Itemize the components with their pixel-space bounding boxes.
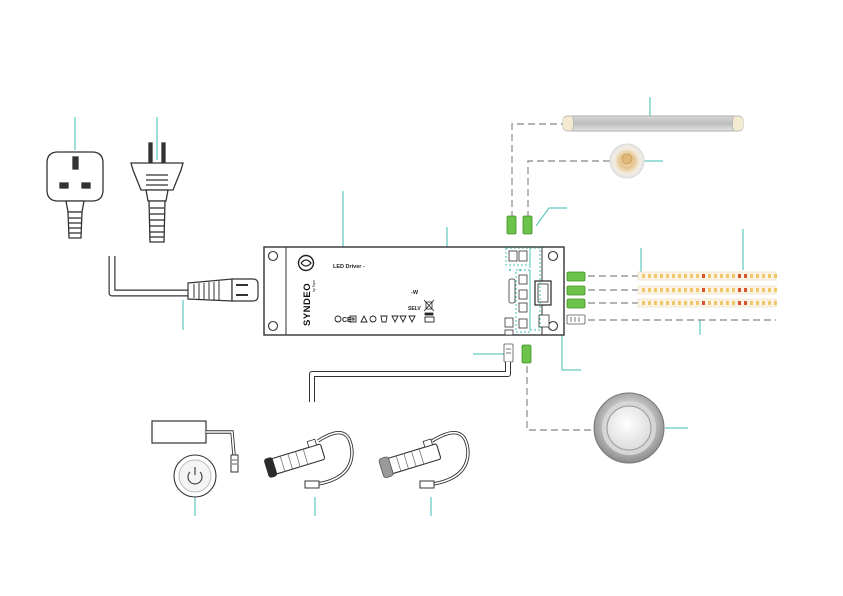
led-chip [684,288,687,292]
led-chip [684,301,687,305]
led-chip [738,288,741,292]
led-chip [660,301,663,305]
led-chip [708,274,711,278]
led-strip [637,285,777,295]
led-chip [702,288,705,292]
led-chip [684,274,687,278]
led-chip [744,301,747,305]
driver-model: LED Driver - [333,264,365,270]
led-chip [708,301,711,305]
led-chip [654,288,657,292]
led-strip [637,298,777,308]
led-chip [696,301,699,305]
led-chip [750,288,753,292]
led-chip [756,288,759,292]
led-chip [648,288,651,292]
led-chip [756,274,759,278]
led-chip [720,288,723,292]
led-chip [648,274,651,278]
led-chip [714,288,717,292]
eu-plug-icon [130,142,184,243]
led-chip [732,288,735,292]
led-chip [678,288,681,292]
driver-power: -W [411,290,419,296]
led-chip [726,274,729,278]
led-chip [738,274,741,278]
led-chip [672,288,675,292]
certification-marks: CE [334,314,435,324]
led-chip [666,301,669,305]
led-chip [732,274,735,278]
led-chip [720,274,723,278]
led-chip [654,274,657,278]
iec-cable-icon [108,256,259,302]
led-chip [744,288,747,292]
led-chip [702,301,705,305]
led-chip [720,301,723,305]
green-connectors [506,215,586,364]
led-chip [696,274,699,278]
led-chip [690,301,693,305]
led-chip [756,301,759,305]
led-chip [744,274,747,278]
led-chip [678,301,681,305]
led-strip [637,271,777,281]
led-strip-icon [637,271,777,308]
driver-tagline: by Tape [312,280,316,292]
led-chip [666,288,669,292]
led-chip [660,288,663,292]
driver-brand: SYNDEO [302,283,313,326]
svg-text:CE: CE [342,317,352,324]
led-chip [690,274,693,278]
led-chip [774,274,777,278]
weee-icon [423,299,435,316]
led-chip [660,274,663,278]
led-chip [702,274,705,278]
push-button-icon [593,392,665,464]
sensor-cable [309,362,511,402]
led-chip [774,301,777,305]
driver-selv: SELV [408,306,421,312]
led-chip [642,288,645,292]
led-chip [768,288,771,292]
led-chip [708,288,711,292]
dimmer-switch-icon [151,420,239,498]
led-driver-icon: SYNDEO by Tape LED Driver - -W SELV CE [263,246,565,336]
led-chip [750,274,753,278]
dashed-wires [511,123,776,431]
led-chip [726,288,729,292]
led-chip [666,274,669,278]
led-chip [762,274,765,278]
led-chip [768,301,771,305]
led-chip [714,301,717,305]
led-chip [642,301,645,305]
led-chip [678,274,681,278]
led-chip [774,288,777,292]
led-chip [696,288,699,292]
led-chip [768,274,771,278]
led-chip [726,301,729,305]
linear-light-icon [562,115,744,132]
led-chip [750,301,753,305]
driver-terminals [504,250,552,336]
uk-plug-icon [46,151,104,239]
led-chip [654,301,657,305]
led-chip [648,301,651,305]
led-chip [642,274,645,278]
puck-light-icon [609,143,645,179]
led-chip [732,301,735,305]
motion-sensor-icon [378,431,470,489]
led-chip [672,301,675,305]
led-chip [714,274,717,278]
door-sensor-icon [264,431,354,489]
led-chip [690,288,693,292]
led-chip [762,301,765,305]
led-chip [672,274,675,278]
led-chip [762,288,765,292]
led-chip [738,301,741,305]
